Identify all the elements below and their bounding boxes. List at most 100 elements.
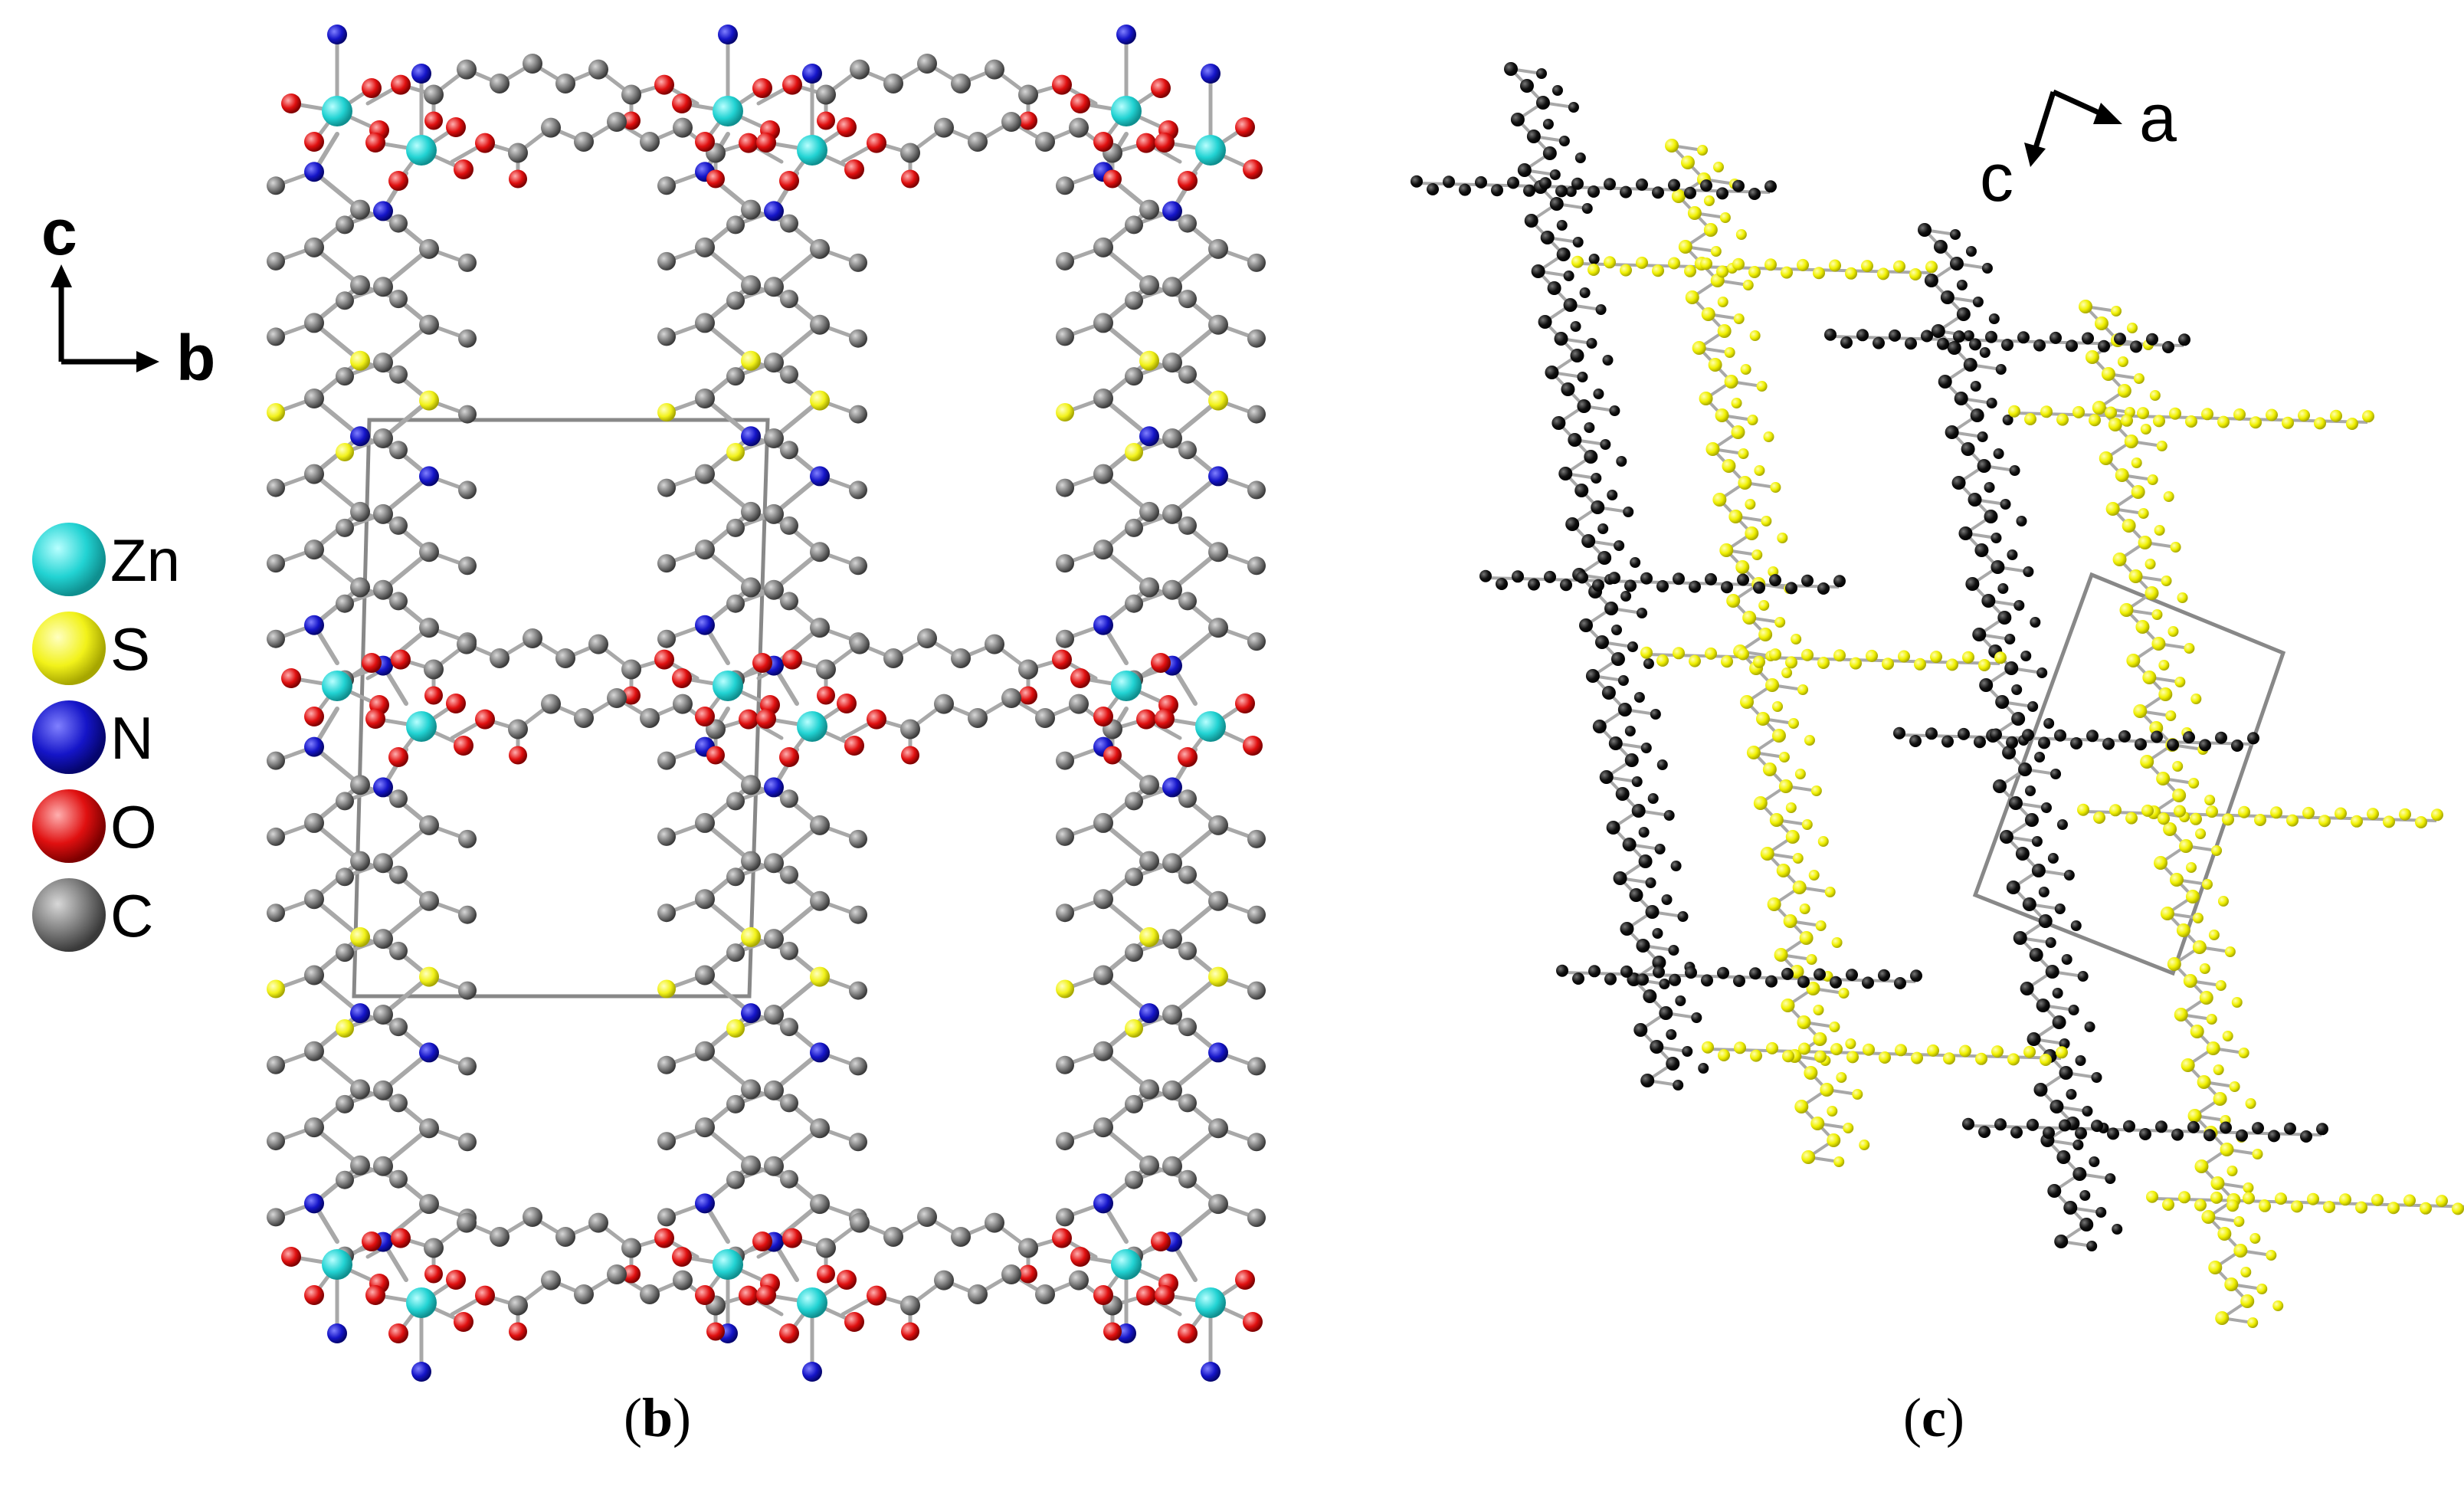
zinc-atom [1111, 96, 1142, 126]
black-layer-atom [1517, 163, 1532, 177]
black-layer-atom [1963, 358, 1977, 372]
yellow-layer-atom [1797, 258, 1809, 271]
black-layer-atom [1630, 557, 1641, 568]
yellow-layer-atom [1668, 257, 1680, 270]
carbon-atom [1178, 1094, 1197, 1113]
sulfur-atom [419, 390, 439, 411]
yellow-layer-atom [2117, 384, 2131, 398]
yellow-layer-atom [2147, 474, 2158, 485]
yellow-layer-atom [1731, 425, 1745, 439]
carbon-atom [1139, 1079, 1159, 1100]
yellow-layer-atom [2399, 808, 2411, 821]
sulfur-atom [810, 966, 830, 987]
carbon-atom [810, 238, 830, 259]
carbon-atom [695, 389, 715, 408]
black-layer-atom [1443, 175, 1455, 189]
black-layer-atom [1659, 1006, 1673, 1020]
black-layer-atom [2075, 1055, 2086, 1066]
black-layer-atom [1666, 1029, 1677, 1040]
zinc-atom [322, 96, 352, 126]
black-layer-atom [2284, 1122, 2296, 1135]
black-layer-atom [1588, 254, 1600, 264]
yellow-layer-atom [1712, 162, 1724, 172]
yellow-layer-atom [1804, 735, 1815, 746]
carbon-atom [336, 867, 354, 887]
carbon-atom [883, 73, 903, 93]
carbon-atom [424, 84, 444, 105]
carbon-atom [304, 965, 324, 985]
yellow-layer-atom [1687, 206, 1702, 220]
black-layer-atom [1910, 969, 1922, 982]
carbon-atom [764, 579, 784, 600]
yellow-layer-atom [1790, 965, 1804, 979]
black-layer-atom [2084, 1022, 2095, 1032]
yellow-layer-atom [1749, 330, 1761, 341]
yellow-layer-atom [2158, 660, 2170, 671]
yellow-layer-atom [1764, 258, 1777, 271]
carbon-atom [850, 59, 870, 80]
yellow-layer-atom [2138, 508, 2149, 519]
black-layer-atom [1638, 827, 1650, 838]
yellow-layer-atom [1733, 313, 1745, 324]
oxygen-atom [837, 1270, 857, 1290]
yellow-layer-atom [1726, 594, 1741, 608]
carbon-atom [1247, 632, 1266, 651]
black-layer-atom [1597, 551, 1612, 565]
carbon-atom [849, 1133, 867, 1152]
carbon-atom [1178, 941, 1197, 960]
carbon-atom [741, 501, 761, 522]
yellow-layer-atom [1699, 392, 1713, 405]
yellow-layer-atom [2140, 755, 2154, 769]
black-layer-atom [2268, 1130, 2280, 1143]
black-layer-atom [1945, 425, 1959, 439]
black-layer-atom [1579, 618, 1594, 632]
carbon-atom [1139, 501, 1159, 522]
yellow-layer-atom [2335, 807, 2347, 820]
yellow-layer-atom [2158, 687, 2173, 701]
oxygen-atom [1103, 1322, 1122, 1341]
yellow-layer-atom [2254, 814, 2266, 826]
carbon-atom [726, 792, 745, 811]
carbon-atom [458, 405, 477, 424]
black-layer-atom [1830, 976, 1842, 989]
carbon-atom [1056, 176, 1074, 195]
carbon-atom [373, 579, 393, 600]
oxygen-atom [391, 649, 411, 670]
yellow-layer-atom [2181, 1058, 2195, 1072]
carbon-atom [726, 1170, 745, 1189]
yellow-layer-atom [1794, 1100, 1809, 1113]
yellow-layer-atom [2162, 1199, 2174, 1211]
black-layer-atom [2022, 729, 2034, 742]
carbon-atom [1139, 199, 1159, 220]
black-layer-atom [1572, 237, 1584, 248]
oxygen-atom [281, 93, 301, 113]
sulfur-atom [1208, 966, 1228, 987]
oxygen-atom [454, 736, 473, 756]
carbon-atom [373, 353, 393, 373]
yellow-layer-atom [1829, 1022, 1840, 1032]
black-layer-atom [2050, 1100, 2064, 1113]
unit-cell-c [1972, 572, 2286, 976]
yellow-layer-atom [1665, 139, 1679, 152]
black-layer-atom [1933, 240, 1948, 254]
carbon-atom [1125, 367, 1143, 386]
yellow-layer-atom [1735, 560, 1750, 574]
yellow-layer-atom [1836, 1072, 1847, 1083]
black-layer-atom [1616, 456, 1627, 467]
carbon-atom [1139, 275, 1159, 296]
oxygen-atom [756, 1285, 776, 1305]
oxygen-atom [1019, 1264, 1037, 1284]
carbon-atom [640, 131, 660, 152]
carbon-atom [1069, 117, 1089, 138]
black-layer-atom [2027, 1032, 2041, 1046]
carbon-atom [304, 1041, 324, 1061]
black-layer-atom [1997, 611, 2012, 625]
yellow-layer-atom [2126, 654, 2141, 667]
black-layer-atom [1856, 329, 1869, 342]
black-layer-atom [1549, 169, 1561, 180]
carbon-atom [458, 556, 477, 576]
oxygen-atom [695, 132, 715, 152]
carbon-atom [673, 117, 693, 138]
black-layer-atom [2011, 684, 2023, 695]
oxygen-atom [475, 709, 495, 730]
